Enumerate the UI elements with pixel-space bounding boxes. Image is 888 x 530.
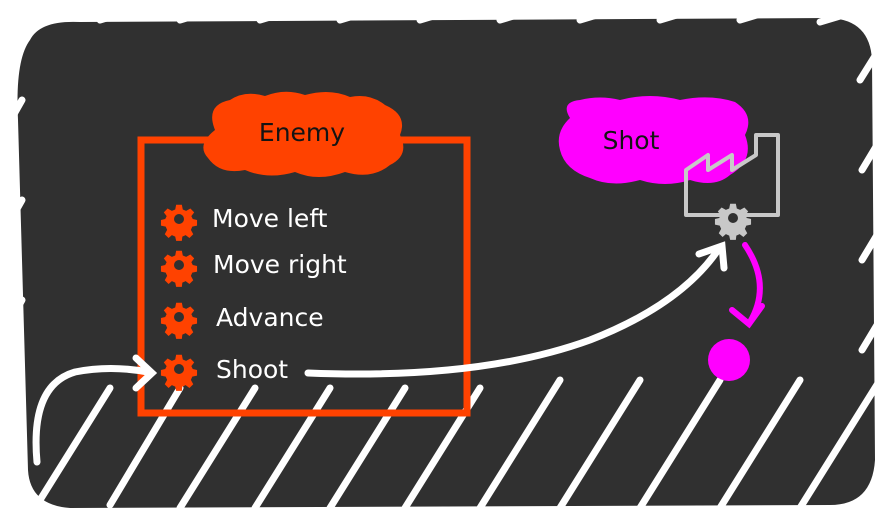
call-arrow-in [32, 354, 158, 466]
instantiate-arrow [729, 242, 765, 329]
shot-class-title: Shot [603, 126, 660, 155]
shot-class: Shot [558, 96, 780, 381]
method-item: Shoot [160, 354, 288, 391]
enemy-title-blob [203, 91, 404, 177]
method-item: Move left [160, 204, 328, 241]
call-arrow-out [304, 241, 728, 378]
method-label: Advance [216, 303, 324, 332]
dot-icon [708, 339, 750, 381]
enemy-class: Enemy Move left Move right Advance Shoot [137, 91, 471, 417]
factory-icon [684, 133, 780, 217]
method-item: Move right [160, 250, 347, 287]
method-item: Advance [160, 302, 324, 339]
method-label: Move left [212, 204, 328, 233]
method-label: Move right [213, 250, 347, 279]
method-label: Shoot [216, 355, 288, 384]
enemy-class-title: Enemy [259, 118, 345, 147]
